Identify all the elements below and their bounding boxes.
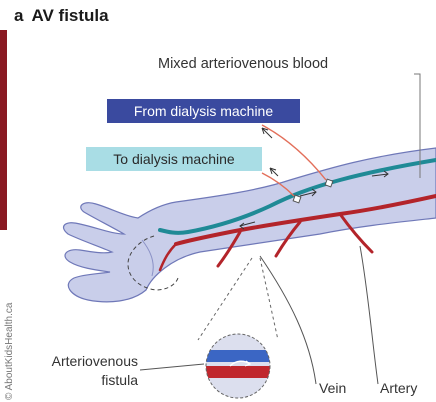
artery-leader [360, 246, 378, 384]
avf-label-line1: Arteriovenous [48, 352, 138, 371]
edge-image-sliver [0, 30, 7, 230]
avf-label-line2: fistula [48, 371, 138, 390]
credit-text: © AboutKidsHealth.ca [4, 303, 15, 400]
fistula-inset [200, 330, 280, 402]
inflow-arrow [270, 168, 278, 176]
artery-label: Artery [380, 380, 417, 396]
mixed-blood-label: Mixed arteriovenous blood [158, 56, 328, 72]
image-credit: © AboutKidsHealth.ca [4, 250, 18, 400]
to-dialysis-machine-label: To dialysis machine [86, 147, 262, 171]
from-dialysis-machine-label: From dialysis machine [107, 99, 300, 123]
arteriovenous-fistula-label: Arteriovenous fistula [48, 352, 138, 390]
needle-site-upper [325, 179, 333, 187]
panel-title: a AV fistula [14, 6, 109, 26]
fistula-leader [140, 364, 204, 370]
vein-label: Vein [319, 380, 346, 396]
panel-title-text: AV fistula [31, 6, 108, 25]
panel-letter: a [14, 6, 23, 25]
needle-site-lower [293, 195, 301, 203]
zoom-cone [198, 258, 278, 340]
